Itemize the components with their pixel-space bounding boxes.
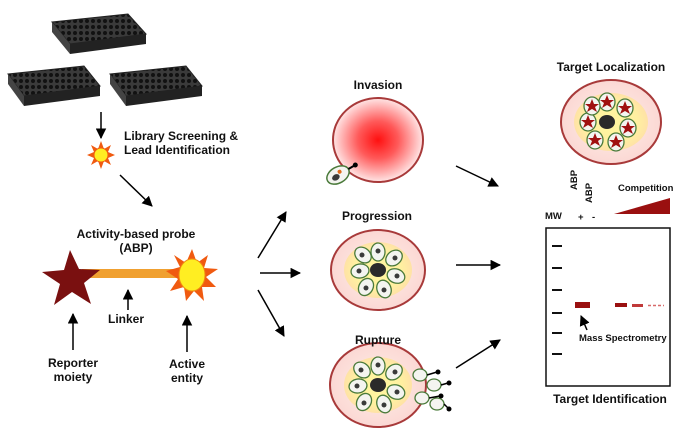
mw-label: MW [545, 211, 562, 222]
lead-hit-sun-icon [87, 141, 115, 169]
rupture-released-parasites [412, 368, 452, 412]
arrow-hit-to-probe [119, 174, 153, 207]
invasion-cell [332, 97, 424, 183]
invasion-label: Invasion [353, 78, 403, 92]
progression-label: Progression [341, 209, 413, 223]
band-competition-1 [615, 303, 627, 307]
arrow-to-invasion [257, 211, 287, 259]
mass-spectrometry-label: Mass Spectrometry [579, 333, 667, 344]
mw-ladder [552, 245, 562, 355]
rupture-cell [329, 342, 427, 428]
abp-plus-label: ABP [569, 169, 580, 190]
microplate-right [109, 65, 203, 106]
active-entity-label: Active entity [152, 357, 222, 386]
gel-panel [545, 227, 671, 387]
progression-cell [330, 229, 426, 311]
probe-title-line1: Activity-based probe [76, 227, 196, 241]
linker-label: Linker [108, 312, 145, 326]
screening-label-line1: Library Screening & [124, 129, 239, 143]
active-entity-label-line2: entity [170, 370, 203, 385]
abp-minus-label: ABP [584, 182, 595, 203]
screening-label-line2: Lead Identification [124, 142, 231, 157]
active-entity-sun-icon [166, 249, 218, 301]
abp-plus-header: ABP [569, 169, 581, 190]
active-entity-label-line1: Active [168, 357, 206, 371]
probe-title: Activity-based probe (ABP) [66, 227, 206, 256]
target-identification-label: Target Identification [553, 392, 667, 406]
microplate-top [51, 13, 148, 54]
rupture-label: Rupture [355, 333, 401, 347]
abp-plus-sign: + [578, 212, 584, 223]
arrow-to-rupture [257, 289, 285, 337]
abp-minus-sign: - [592, 212, 596, 223]
target-localization-label: Target Localization [556, 60, 666, 74]
reporter-label-line2: moiety [53, 369, 93, 384]
reporter-label-line1: Reporter [47, 356, 98, 370]
arrow-rupture-to-target [455, 339, 501, 369]
abp-minus-header: ABP [584, 182, 596, 203]
probe-title-line2: (ABP) [119, 240, 153, 255]
arrow-mass-spec [579, 315, 590, 331]
reporter-star-icon [42, 250, 100, 305]
invasion-parasite [326, 162, 358, 185]
reporter-label: Reporter moiety [33, 356, 113, 385]
microplate-left [7, 65, 101, 106]
arrow-invasion-to-target [455, 165, 499, 187]
screening-label: Library Screening & Lead Identification [124, 129, 239, 158]
competition-wedge [614, 198, 670, 214]
band-competition-2 [632, 304, 643, 307]
localization-cell [560, 79, 662, 165]
competition-label: Competition [618, 183, 674, 194]
band-abp-plus [575, 302, 590, 308]
linker-bar [82, 269, 192, 278]
